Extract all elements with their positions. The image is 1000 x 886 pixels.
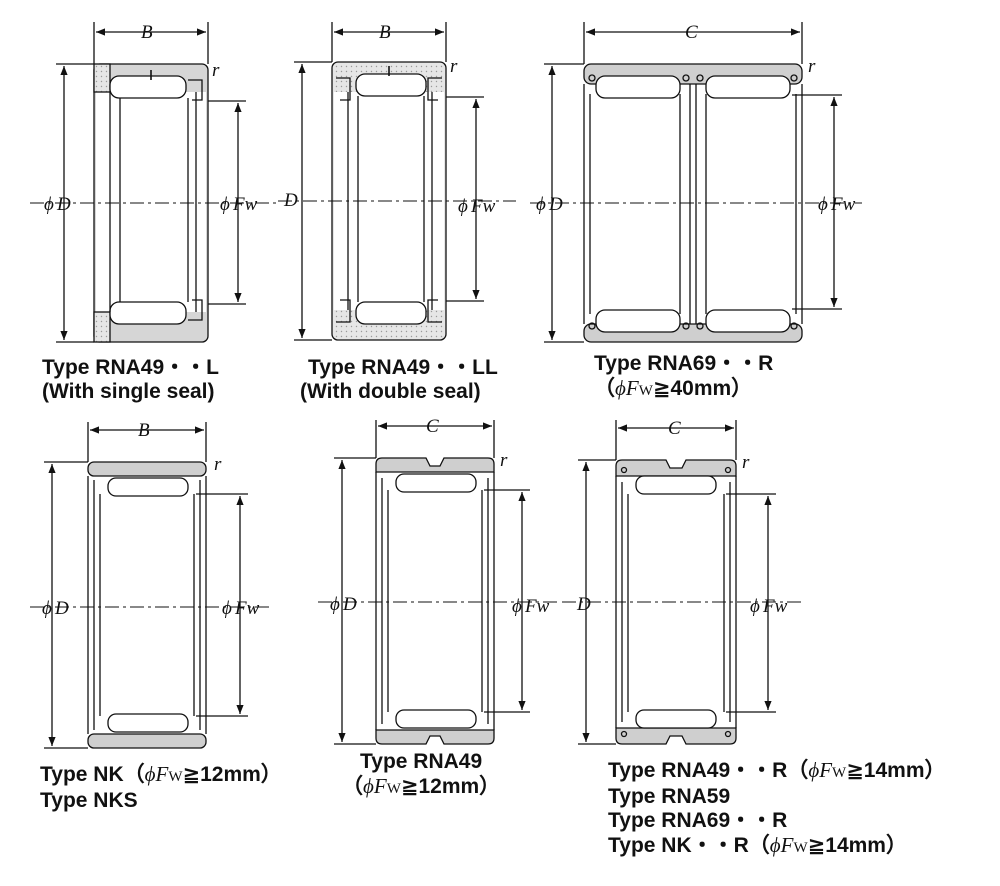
diagram-rna49-r	[562, 420, 802, 745]
label-d: D	[576, 594, 591, 615]
label-phi: ϕ	[330, 594, 340, 615]
label-fw: Fw	[762, 596, 788, 617]
caption-value: ≧12mm）	[400, 775, 501, 798]
label-phi: ϕ	[42, 598, 52, 619]
label-r: r	[212, 60, 220, 81]
caption-paren: （	[342, 775, 363, 798]
label-phi: ϕ	[220, 194, 230, 215]
caption-type: Type NK（	[40, 763, 145, 786]
label-d: D	[56, 194, 71, 215]
label-r: r	[500, 450, 508, 471]
label-phi: ϕ	[818, 194, 828, 215]
caption-line: (With single seal)	[42, 380, 215, 403]
caption-f: F	[625, 376, 639, 400]
caption-rna49-l: Type RNA49・・L (With single seal)	[42, 356, 219, 404]
caption-rna49-ll: Type RNA49・・LL (With double seal)	[300, 356, 498, 404]
label-fw: Fw	[232, 194, 258, 215]
caption-rna49-r: Type RNA49・・R（ϕFW≧14mm） Type RNA59 Type …	[608, 758, 946, 860]
caption-phi: ϕ	[769, 833, 781, 857]
label-c: C	[668, 418, 681, 439]
caption-phi: ϕ	[615, 376, 626, 400]
caption-w: W	[386, 781, 401, 797]
label-fw: Fw	[234, 598, 260, 619]
caption-value: ≧14mm）	[846, 759, 946, 782]
label-d: D	[283, 190, 298, 211]
caption-value: ≧40mm）	[652, 377, 753, 400]
label-phi: ϕ	[536, 194, 546, 215]
caption-phi: ϕ	[144, 762, 156, 786]
diagram-nk	[30, 422, 272, 749]
caption-line: Type RNA69・・R	[594, 352, 774, 375]
caption-rna69-r: Type RNA69・・R （ϕFW≧40mm）	[594, 352, 773, 403]
label-b: B	[379, 22, 391, 43]
label-c: C	[426, 416, 439, 437]
caption-rna49: Type RNA49 （ϕFW≧12mm）	[342, 750, 500, 801]
caption-w: W	[832, 765, 847, 781]
label-d: D	[548, 194, 563, 215]
label-fw: Fw	[830, 194, 856, 215]
label-phi: ϕ	[512, 596, 522, 617]
caption-line: Type RNA69・・R	[608, 809, 788, 832]
caption-line: Type RNA59	[608, 785, 731, 808]
caption-f: F	[373, 774, 387, 798]
caption-phi: ϕ	[363, 774, 374, 798]
caption-line: （ϕFW≧12mm）	[342, 774, 500, 801]
caption-w: W	[168, 769, 183, 785]
caption-line: Type NK・・R（ϕFW≧14mm）	[608, 833, 946, 860]
caption-value: ≧14mm）	[807, 834, 907, 857]
caption-line: （ϕFW≧40mm）	[594, 376, 773, 403]
label-r: r	[450, 56, 458, 77]
label-r: r	[742, 452, 750, 473]
caption-line: Type NK（ϕFW≧12mm）	[40, 762, 282, 789]
caption-w: W	[638, 383, 653, 399]
label-b: B	[138, 420, 150, 441]
label-d: D	[342, 594, 357, 615]
label-phi: ϕ	[458, 196, 468, 217]
label-d: D	[54, 598, 69, 619]
label-r: r	[214, 454, 222, 475]
label-phi: ϕ	[222, 598, 232, 619]
caption-line: Type NKS	[40, 789, 138, 812]
diagram-rna49-l	[30, 22, 280, 343]
caption-f: F	[780, 833, 794, 857]
label-phi: ϕ	[44, 194, 54, 215]
caption-line: Type RNA49・・R（ϕFW≧14mm）	[608, 758, 946, 785]
caption-line: Type RNA49・・LL	[308, 356, 498, 379]
diagram-rna69-r	[530, 22, 862, 343]
caption-line: (With double seal)	[300, 380, 481, 403]
label-fw: Fw	[470, 196, 496, 217]
caption-value: ≧12mm）	[182, 763, 282, 786]
caption-line: Type RNA49・・L	[42, 356, 219, 379]
label-r: r	[808, 56, 816, 77]
diagram-rna49	[318, 420, 558, 745]
caption-paren: （	[594, 377, 615, 400]
caption-line: Type RNA49	[360, 750, 483, 773]
caption-type: Type NK・・R（	[608, 834, 770, 857]
caption-nk: Type NK（ϕFW≧12mm） Type NKS	[40, 762, 282, 813]
diagram-rna49-ll	[278, 22, 516, 341]
label-fw: Fw	[524, 596, 550, 617]
caption-f: F	[155, 762, 169, 786]
caption-w: W	[793, 840, 808, 856]
label-b: B	[141, 22, 153, 43]
label-phi: ϕ	[750, 596, 760, 617]
caption-type: Type RNA49・・R（	[608, 759, 809, 782]
caption-f: F	[819, 758, 833, 782]
caption-phi: ϕ	[808, 758, 820, 782]
label-c: C	[685, 22, 698, 43]
